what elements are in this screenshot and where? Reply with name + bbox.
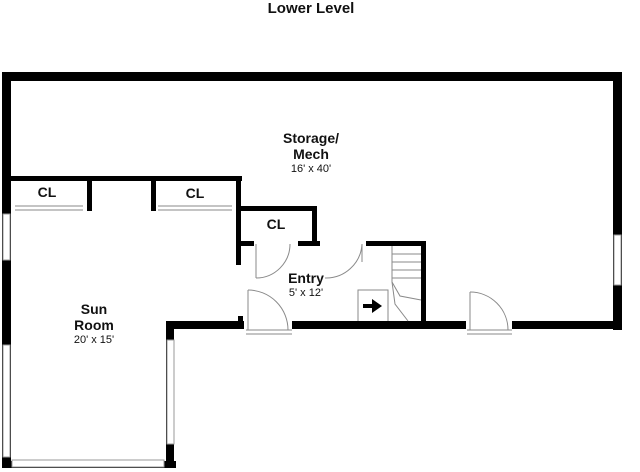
- interior-walls: [10, 176, 426, 326]
- storage-room-label: Storage/: [283, 130, 339, 146]
- sun-room-label: Sun: [81, 301, 107, 317]
- closet-left-label: CL: [38, 184, 57, 200]
- storage-window: [613, 234, 622, 286]
- sunroom-bottom-window: [11, 459, 165, 468]
- entry-room-label: Entry: [288, 270, 324, 286]
- closet-middle-label: CL: [186, 185, 205, 201]
- closet-door-tracks: [15, 205, 232, 211]
- door-swings: [246, 243, 512, 335]
- storage-room-label-line2: Mech: [293, 146, 329, 162]
- stair-direction-arrow-icon: [363, 299, 382, 313]
- storage-room-dimensions: 16' x 40': [291, 163, 331, 175]
- plan-title: Lower Level: [268, 0, 355, 17]
- windows: [2, 213, 622, 468]
- sunroom-lower-window: [2, 344, 11, 458]
- entry-room-dimensions: 5' x 12': [289, 287, 323, 299]
- sunroom-upper-window: [2, 213, 11, 261]
- sunroom-side-window: [166, 339, 175, 445]
- closet-right-label: CL: [267, 216, 286, 232]
- staircase: [357, 246, 422, 322]
- sun-room-label-line2: Room: [74, 317, 114, 333]
- sun-room-dimensions: 20' x 15': [74, 334, 114, 346]
